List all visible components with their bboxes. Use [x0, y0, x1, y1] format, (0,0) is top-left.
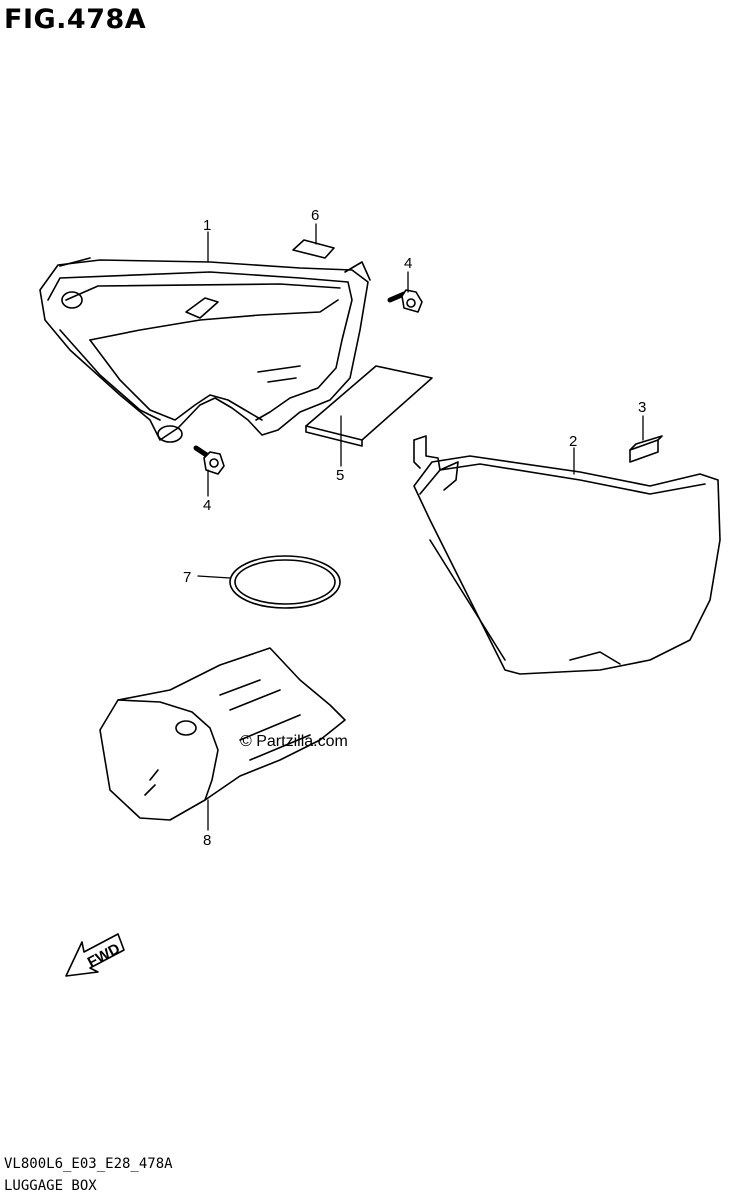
o-ring-part-7[interactable]: [229, 555, 341, 609]
fwd-arrow-icon: [65, 933, 125, 977]
luggage-box-part-1[interactable]: [39, 257, 371, 443]
callout-4-lower: 4: [203, 497, 211, 514]
liner-part-8[interactable]: [99, 647, 346, 821]
block-part-3[interactable]: [629, 435, 663, 463]
figure-title: FIG.478A: [4, 4, 147, 35]
callout-3: 3: [638, 399, 646, 416]
callout-2: 2: [569, 433, 577, 450]
watermark-text: © Partzilla.com: [240, 733, 348, 750]
callout-8: 8: [203, 832, 211, 849]
callout-1: 1: [203, 217, 211, 234]
leader-lines: [197, 223, 644, 831]
callout-4-upper: 4: [404, 255, 412, 272]
figure-code: VL800L6_E03_E28_478A: [4, 1156, 173, 1172]
bolt-part-4-upper[interactable]: [387, 289, 423, 313]
callout-6: 6: [311, 207, 319, 224]
callout-5: 5: [336, 467, 344, 484]
pad-part-5[interactable]: [305, 365, 433, 447]
bolt-part-4-lower[interactable]: [193, 445, 225, 475]
side-cover-part-2[interactable]: [413, 435, 721, 675]
plate-part-6[interactable]: [292, 239, 335, 259]
figure-name: LUGGAGE BOX: [4, 1178, 97, 1194]
callout-7: 7: [183, 569, 191, 586]
